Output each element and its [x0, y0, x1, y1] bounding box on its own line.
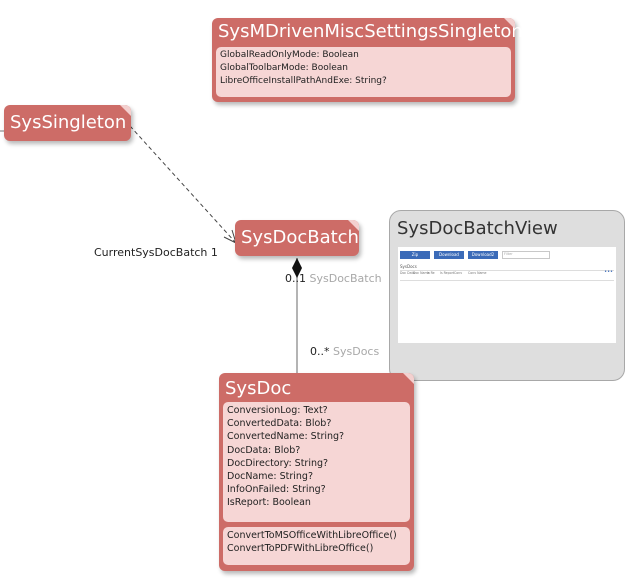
role-label-docs-end: 0..* SysDocs: [310, 345, 380, 358]
attribute: IsReport: Boolean: [227, 497, 311, 509]
attribute: DocDirectory: String?: [227, 457, 329, 469]
panel-title: SysDocs: [400, 264, 417, 269]
column-header: Conv Name: [468, 271, 487, 275]
class-sys-doc-batch[interactable]: SysDocBatch: [235, 220, 359, 256]
fold-corner-icon: [120, 105, 131, 116]
operations-compartment: ConvertToMSOfficeWithLibreOffice() Conve…: [223, 527, 410, 565]
class-misc-settings[interactable]: SysMDrivenMiscSettingsSingleton GlobalRe…: [212, 18, 523, 102]
column-header: Is Report: [440, 271, 455, 275]
fold-corner-icon: [504, 18, 515, 29]
attribute: LibreOfficeInstallPathAndExe: String?: [220, 75, 387, 86]
view-preview-panel: Zip Download Download2 Filter SysDocs Do…: [398, 247, 616, 343]
attribute: ConvertedName: String?: [227, 431, 345, 443]
attribute: ConversionLog: Text?: [227, 405, 328, 416]
attribute: DocData: Blob?: [227, 444, 301, 456]
inheritance-connector: [129, 125, 237, 244]
grid-header: Doc Data Doc Name Is Re Is Report Conv C…: [400, 270, 614, 281]
class-name: SysMDrivenMiscSettingsSingleton: [218, 21, 523, 42]
attribute: DocName: String?: [227, 471, 313, 483]
class-name: SysSingleton: [10, 112, 127, 133]
composition-diamond: [292, 258, 302, 278]
attribute: InfoOnFailed: String?: [227, 484, 326, 496]
operation: ConvertToPDFWithLibreOffice(): [227, 543, 374, 555]
role-label-current-batch: CurrentSysDocBatch 1: [94, 246, 218, 259]
class-sys-singleton[interactable]: SysSingleton: [4, 105, 131, 141]
class-name: SysDocBatch: [241, 227, 359, 248]
attributes-compartment: GlobalReadOnlyMode: Boolean GlobalToolba…: [216, 47, 511, 97]
column-header: Doc Name: [413, 271, 430, 275]
role-label-batch-end: 0..1 SysDocBatch: [285, 272, 382, 285]
zip-button[interactable]: Zip: [400, 251, 430, 259]
filter-input[interactable]: Filter: [502, 251, 550, 259]
attributes-compartment: ConversionLog: Text? ConvertedData: Blob…: [223, 402, 410, 522]
attribute: GlobalReadOnlyMode: Boolean: [220, 50, 359, 60]
view-title: SysDocBatchView: [397, 218, 558, 239]
column-header: Conv: [454, 271, 463, 275]
more-icon[interactable]: •••: [604, 269, 613, 275]
column-header: Doc Data: [400, 271, 415, 275]
download-button[interactable]: Download: [434, 251, 464, 259]
column-header: Is Re: [427, 271, 435, 275]
class-sys-doc[interactable]: SysDoc ConversionLog: Text? ConvertedDat…: [219, 373, 414, 571]
operation: ConvertToMSOfficeWithLibreOffice(): [227, 530, 397, 541]
class-name: SysDoc: [225, 378, 292, 399]
download2-button[interactable]: Download2: [468, 251, 498, 259]
attribute: GlobalToolbarMode: Boolean: [220, 62, 348, 73]
fold-corner-icon: [403, 373, 414, 384]
attribute: ConvertedData: Blob?: [227, 418, 332, 430]
view-sys-doc-batch[interactable]: SysDocBatchView Zip Download Download2 F…: [389, 210, 625, 381]
fold-corner-icon: [348, 220, 359, 231]
